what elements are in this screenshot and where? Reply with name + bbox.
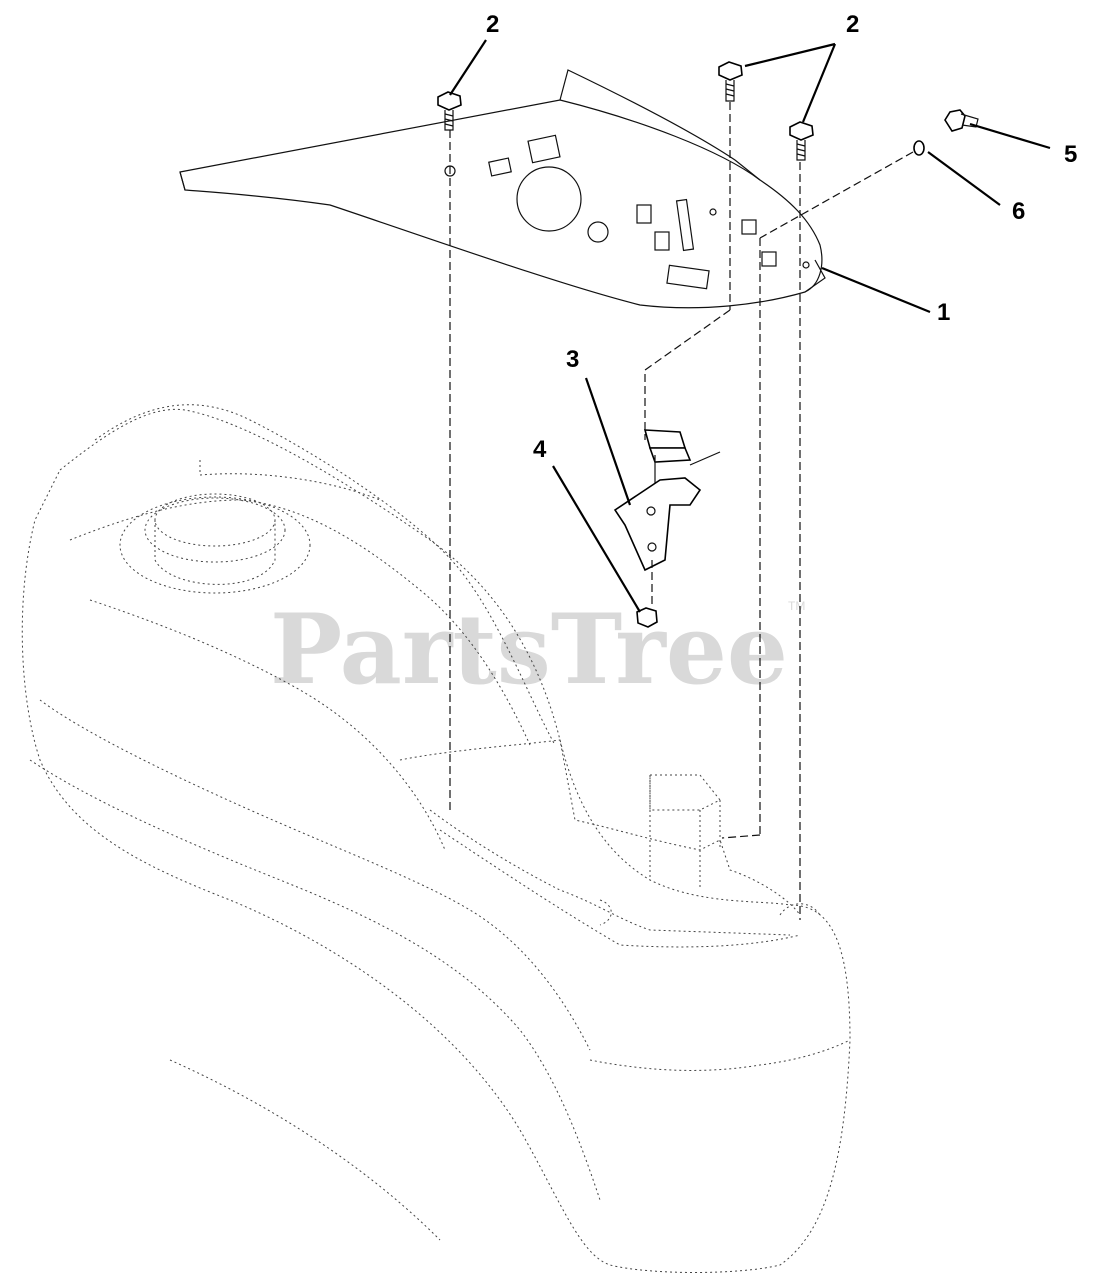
leader-lines [449,39,1051,613]
watermark-trademark: TM [788,599,805,613]
screw-left [437,91,462,131]
screw-middle [718,61,743,102]
callout-5: 5 [1064,141,1077,168]
callout-4: 4 [533,436,547,463]
callout-1: 1 [937,299,950,326]
switch-bracket [613,429,721,572]
fender-housing [21,404,851,1273]
dash-panel [179,69,826,309]
callout-6: 6 [1012,198,1025,225]
assembly-lines [449,102,914,920]
bolt [944,109,979,132]
callout-3: 3 [566,346,579,373]
callout-2-right: 2 [846,11,859,38]
callout-2-left: 2 [486,11,499,38]
watermark-text: PartsTree [270,593,788,706]
screw-right [789,121,814,161]
nut [636,607,658,628]
washer [913,140,925,156]
